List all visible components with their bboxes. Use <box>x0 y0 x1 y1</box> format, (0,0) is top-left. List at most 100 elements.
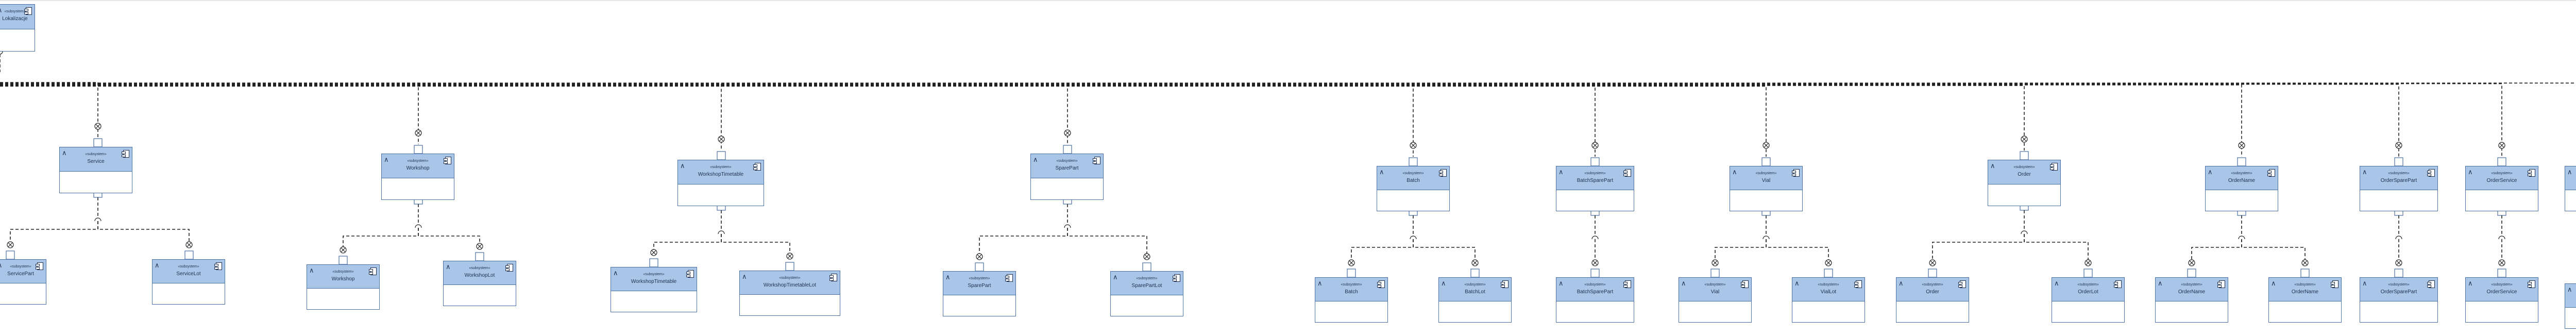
required-interface-socket <box>1064 224 1071 228</box>
bus-line <box>0 85 2025 150</box>
component-order-part[interactable]: ∧«subsystem»Order <box>1896 277 1969 323</box>
interface-lollipop-icon: ∧ <box>613 270 618 277</box>
component-icon <box>444 157 451 164</box>
component-stereotype: «subsystem» <box>2231 172 2252 175</box>
dependency-line <box>979 228 1068 256</box>
component-name: SparePart <box>968 283 991 289</box>
component-vial-part[interactable]: ∧«subsystem»Vial <box>1679 277 1752 323</box>
component-stereotype: «subsystem» <box>1818 283 1839 287</box>
component-batch-lot[interactable]: ∧«subsystem»BatchLot <box>1438 277 1512 323</box>
component-sparepart-part[interactable]: ∧«subsystem»SparePart <box>943 271 1016 316</box>
component-lokalizacje[interactable]: ∧«subsystem»Lokalizacje <box>0 4 35 52</box>
interface-cross-mark <box>1349 260 1354 265</box>
component-sparepart-lot[interactable]: ∧«subsystem»SparePartLot <box>1110 271 1183 316</box>
interface-cross-mark <box>1592 143 1598 148</box>
component-orderlog-part[interactable]: ∧«subsystem»OrderLog <box>2565 283 2576 329</box>
component-header: ∧«subsystem»Workshop <box>382 154 454 178</box>
interface-lollipop-icon: ∧ <box>2271 280 2276 288</box>
component-name: WorkshopTimetableLot <box>763 282 817 288</box>
component-workshop-timetable-lot[interactable]: ∧«subsystem»WorkshopTimetableLot <box>739 271 840 316</box>
component-stereotype: «subsystem» <box>969 277 990 280</box>
component-header: ∧«subsystem»OrderName <box>2206 166 2278 190</box>
component-workshop[interactable]: ∧«subsystem»Workshop <box>381 154 454 200</box>
component-icon <box>2114 280 2122 288</box>
component-workshop-timetable[interactable]: ∧«subsystem»WorkshopTimetable <box>677 160 764 206</box>
bus-line <box>0 85 1596 157</box>
component-batch-part[interactable]: ∧«subsystem»Batch <box>1315 277 1388 323</box>
component-workshop-lot[interactable]: ∧«subsystem»WorkshopLot <box>443 261 516 306</box>
component-stereotype: «subsystem» <box>1704 283 1726 287</box>
interface-lollipop-icon: ∧ <box>155 262 160 270</box>
component-icon <box>2050 163 2058 171</box>
component-name: ServicePart <box>7 271 34 277</box>
component-name: WorkshopTimetable <box>631 279 677 284</box>
component-batch-sparepart-part[interactable]: ∧«subsystem»BatchSparePart <box>1556 277 1634 323</box>
port-square <box>1470 268 1480 278</box>
component-name: SparePart <box>1055 165 1079 171</box>
port-square <box>1761 157 1771 166</box>
dependency-line <box>1932 234 2025 262</box>
interface-lollipop-icon: ∧ <box>1113 274 1118 281</box>
component-header: ∧«subsystem»OrderService <box>2466 166 2538 190</box>
component-icon <box>214 262 222 270</box>
component-order-service[interactable]: ∧«subsystem»OrderService <box>2465 166 2538 211</box>
component-vial[interactable]: ∧«subsystem»Vial <box>1730 166 1803 211</box>
bus-line <box>0 86 1767 157</box>
interface-lollipop-icon: ∧ <box>2567 286 2572 294</box>
interface-cross-mark <box>977 254 982 259</box>
interface-cross-mark <box>651 250 656 255</box>
component-name: Order <box>2018 172 2031 177</box>
interface-lollipop-icon: ∧ <box>62 149 67 157</box>
dependency-line <box>653 234 722 251</box>
component-ordername-lot[interactable]: ∧«subsystem»OrderName <box>2268 277 2342 323</box>
component-vial-lot[interactable]: ∧«subsystem»VialLot <box>1792 277 1865 323</box>
component-header: ∧«subsystem»Batch <box>1377 166 1449 190</box>
component-service[interactable]: ∧«subsystem»Service <box>59 147 132 193</box>
component-stereotype: «subsystem» <box>1584 172 1606 175</box>
interface-lollipop-icon: ∧ <box>309 267 314 275</box>
component-stereotype: «subsystem» <box>2388 283 2410 287</box>
interface-cross-mark <box>2302 260 2308 265</box>
component-order[interactable]: ∧«subsystem»Order <box>1988 160 2061 206</box>
component-order-service-part[interactable]: ∧«subsystem»OrderService <box>2465 277 2538 323</box>
interface-lollipop-icon: ∧ <box>2468 280 2473 288</box>
interface-cross-mark <box>2396 260 2401 265</box>
component-order-sparepart-part[interactable]: ∧«subsystem»OrderSparePart <box>2360 277 2438 323</box>
component-stereotype: «subsystem» <box>85 153 107 156</box>
component-icon <box>1792 169 1800 177</box>
port-square <box>414 145 423 154</box>
component-icon <box>1623 169 1631 177</box>
component-header: ∧«subsystem»Order <box>1896 278 1969 301</box>
component-batch-sparepart[interactable]: ∧«subsystem»BatchSparePart <box>1556 166 1634 211</box>
component-ordername[interactable]: ∧«subsystem»OrderName <box>2205 166 2278 211</box>
dependency-line <box>1766 239 1829 262</box>
component-sparepart[interactable]: ∧«subsystem»SparePart <box>1030 154 1104 200</box>
component-service-lot[interactable]: ∧«subsystem»ServiceLot <box>152 259 225 305</box>
component-batch[interactable]: ∧«subsystem»Batch <box>1377 166 1450 211</box>
component-order-lot[interactable]: ∧«subsystem»OrderLot <box>2052 277 2125 323</box>
component-stereotype: «subsystem» <box>1922 283 1943 287</box>
interface-cross-mark <box>2086 260 2091 265</box>
component-workshop-part[interactable]: ∧«subsystem»Workshop <box>307 264 380 310</box>
component-stereotype: «subsystem» <box>1464 283 1486 287</box>
interface-lollipop-icon: ∧ <box>1558 169 1564 176</box>
component-workshop-timetable-part[interactable]: ∧«subsystem»WorkshopTimetable <box>611 267 697 312</box>
component-icon <box>829 274 837 281</box>
component-header: ∧«subsystem»Vial <box>1730 166 1802 190</box>
port-square <box>2020 151 2029 160</box>
component-orderlog[interactable]: ∧«subsystem»OrderLog <box>2565 166 2576 211</box>
component-stereotype: «subsystem» <box>2491 172 2513 175</box>
component-stereotype: «subsystem» <box>779 276 801 280</box>
interface-cross-mark <box>1065 130 1070 136</box>
port-square <box>1063 145 1072 154</box>
component-ordername-part[interactable]: ∧«subsystem»OrderName <box>2155 277 2228 323</box>
component-order-sparepart[interactable]: ∧«subsystem»OrderSparePart <box>2360 166 2438 211</box>
bus-line <box>0 85 1414 157</box>
component-header: ∧«subsystem»OrderLot <box>2052 278 2124 301</box>
interface-cross-mark <box>1472 260 1478 265</box>
component-service-part[interactable]: ∧«subsystem»ServicePart <box>0 259 46 305</box>
interface-lollipop-icon: ∧ <box>1441 280 1446 288</box>
dependency-line <box>1715 239 1767 262</box>
port-square <box>1710 268 1720 278</box>
component-name: OrderLog <box>2565 178 2576 183</box>
